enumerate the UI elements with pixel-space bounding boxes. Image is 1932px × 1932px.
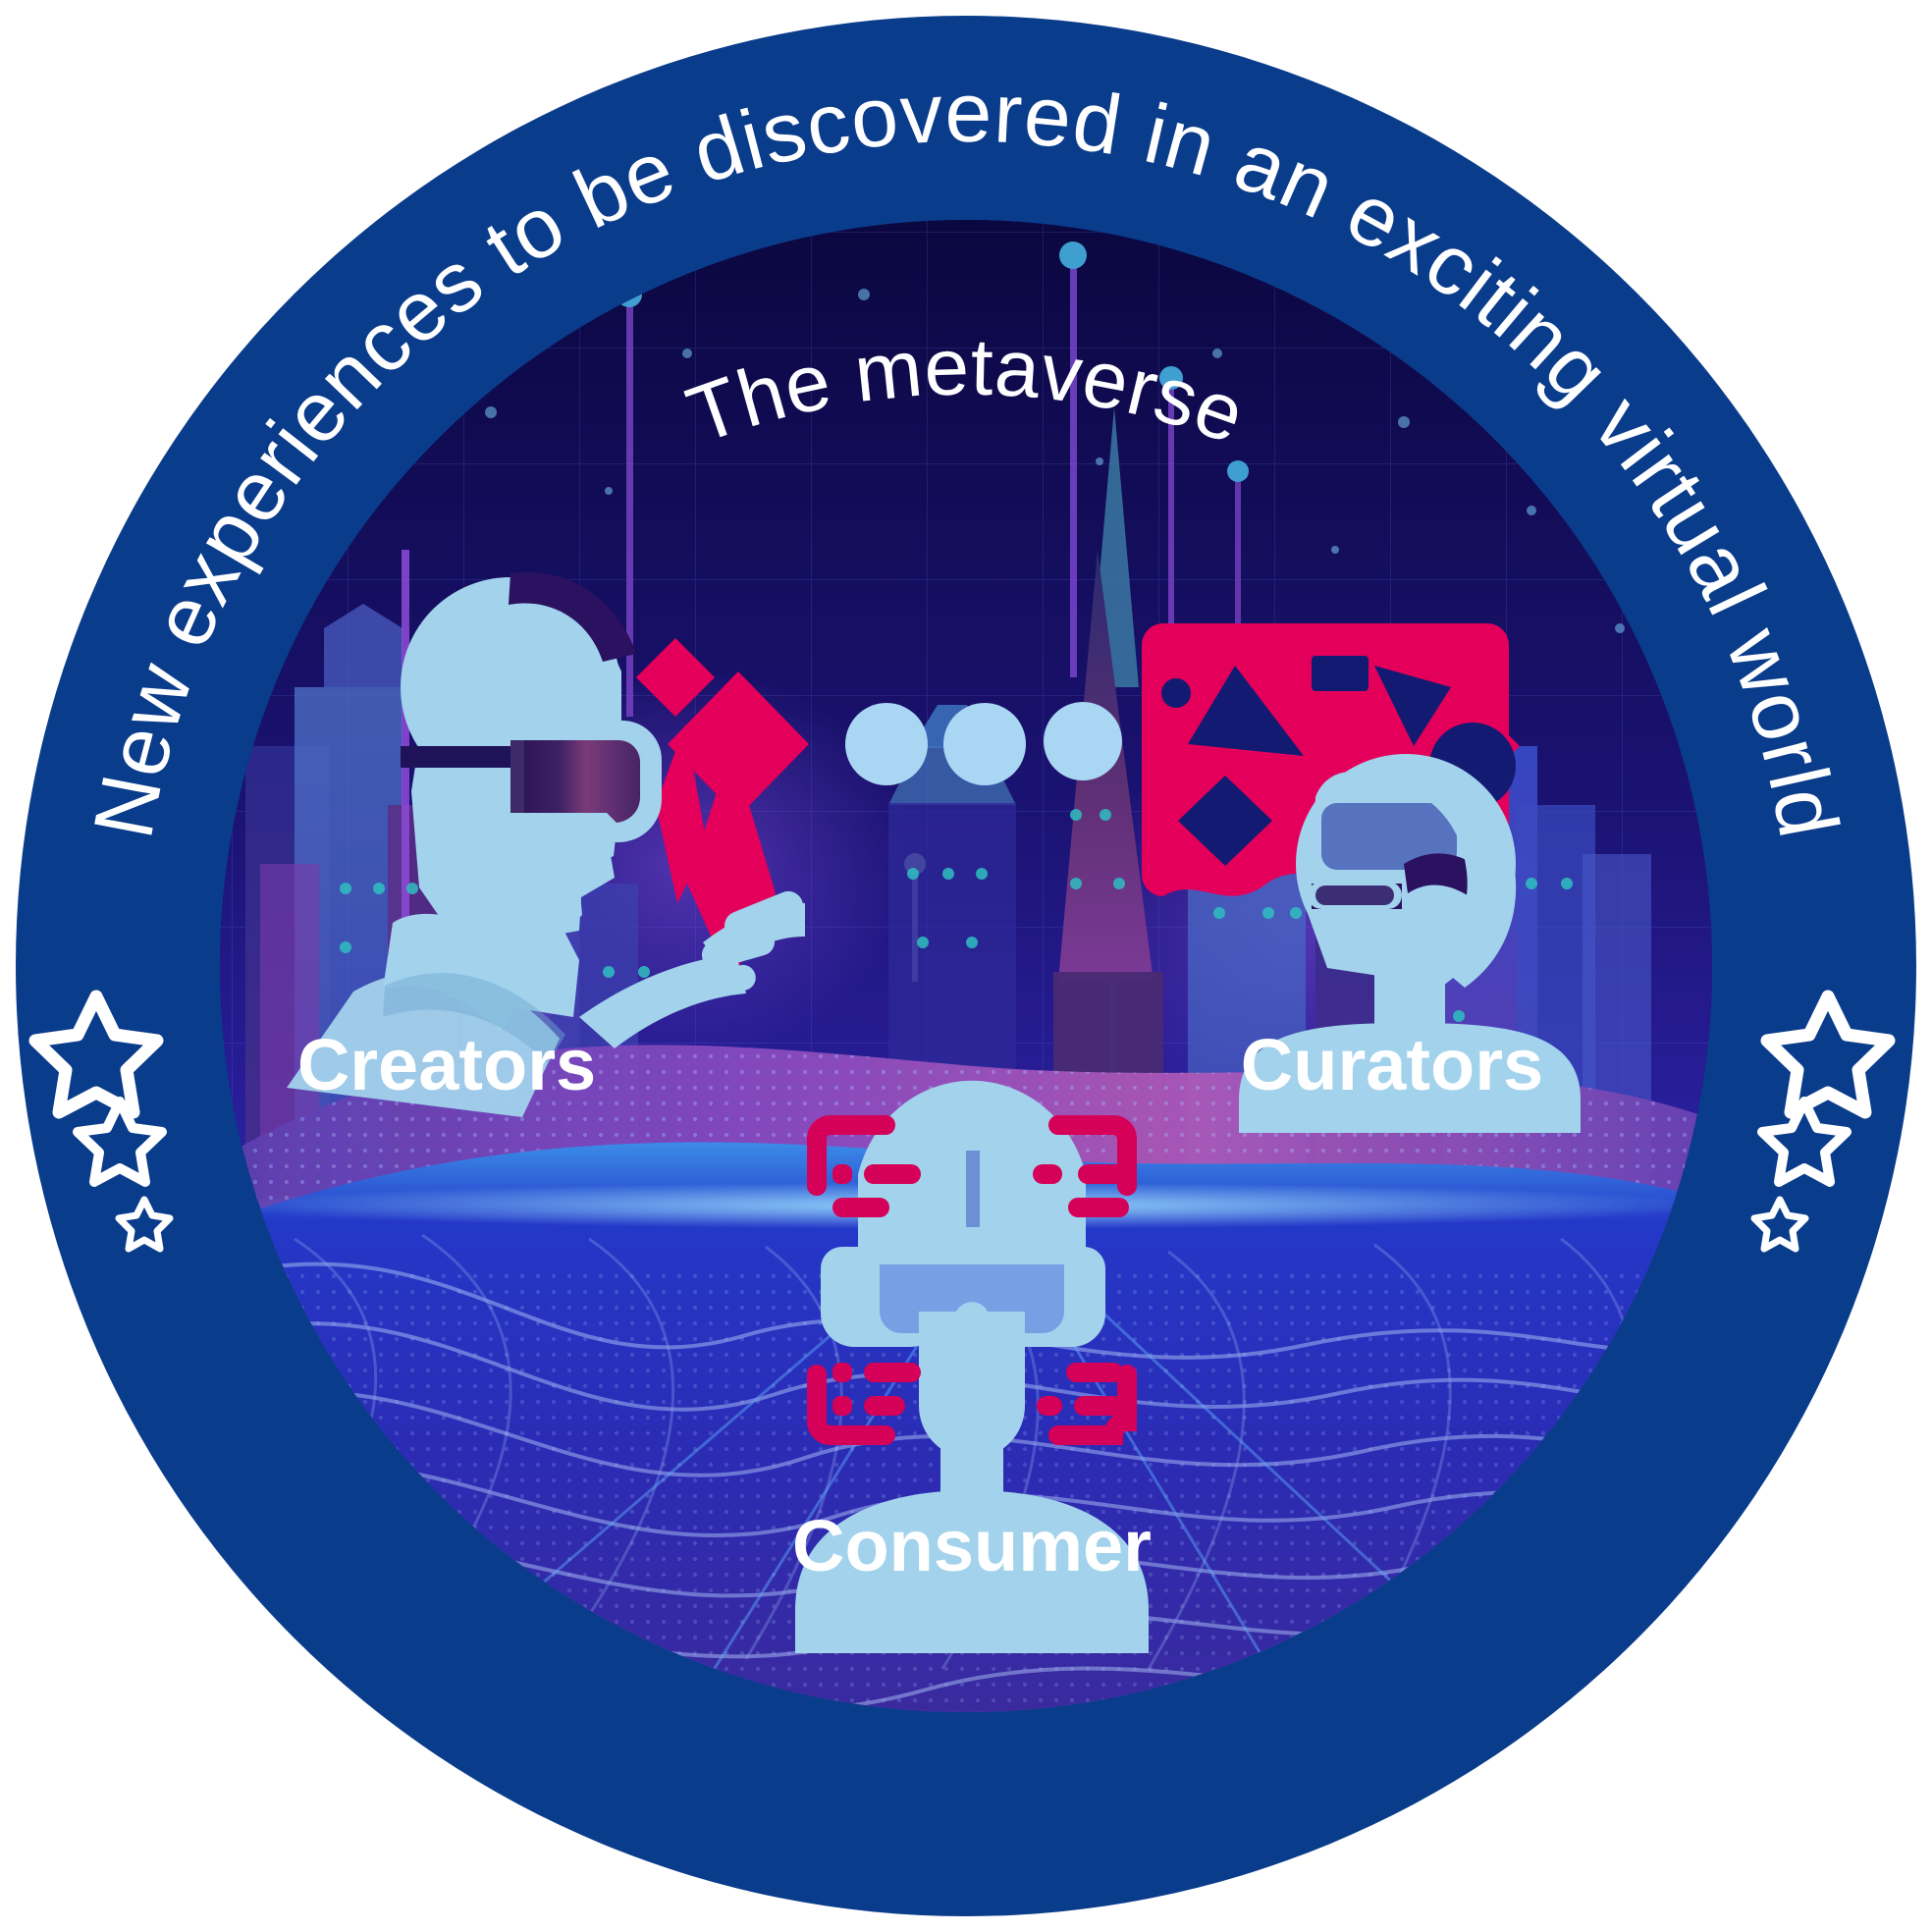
star-icon (1760, 990, 1896, 1119)
stars-left (28, 990, 164, 1119)
role-label-consumer: Consumer (792, 1505, 1152, 1586)
vr-creator-icon (287, 571, 805, 1117)
stars-right (1760, 990, 1896, 1119)
scan-ticks (832, 1164, 1129, 1416)
light-orbs (845, 702, 1122, 785)
vr-curator-icon (1239, 754, 1581, 1133)
open-hand (687, 890, 805, 997)
star-icon (28, 990, 164, 1119)
role-label-creators: Creators (297, 1024, 596, 1105)
star-icon (1757, 1097, 1852, 1187)
role-label-curators: Curators (1241, 1024, 1543, 1105)
star-icon (73, 1097, 167, 1187)
star-icon (115, 1196, 174, 1253)
face-scan-brackets (807, 1115, 1137, 1445)
metaverse-scene (220, 220, 1712, 1712)
star-icon (1750, 1196, 1809, 1253)
vr-consumer-icon (795, 1080, 1149, 1653)
